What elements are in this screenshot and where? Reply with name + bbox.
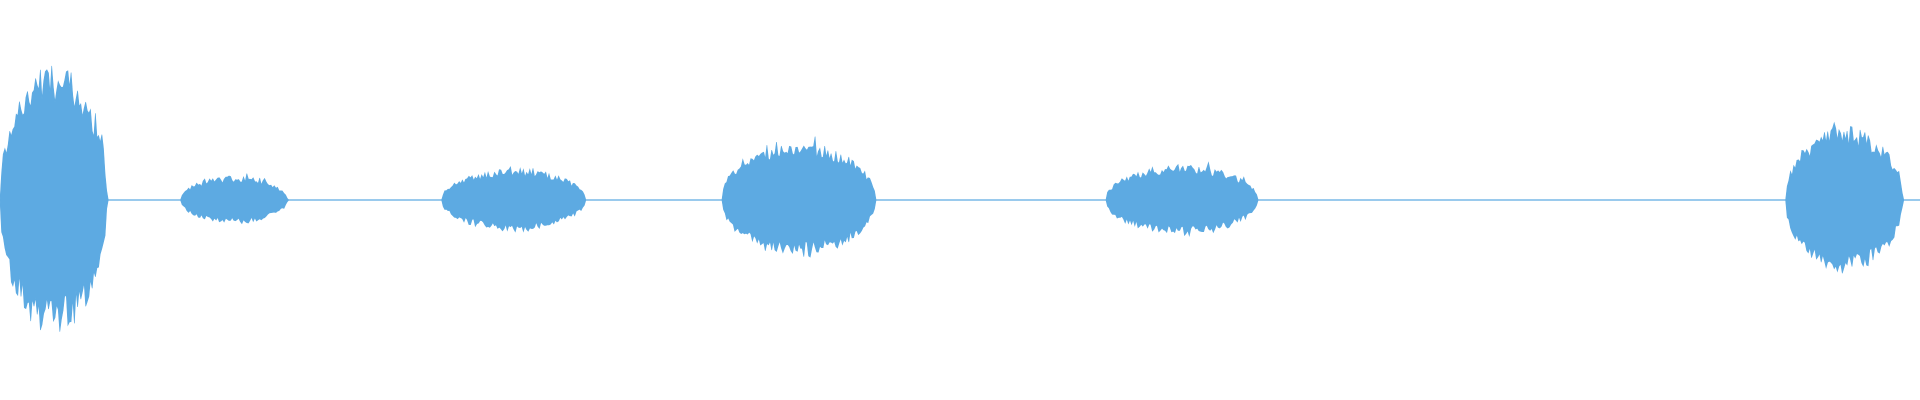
waveform-segment-5 xyxy=(1105,161,1281,237)
waveform-segment-4 xyxy=(721,136,899,258)
waveform-segments xyxy=(0,65,1920,332)
waveform-segment-1 xyxy=(0,65,123,332)
waveform-segment-6 xyxy=(1785,121,1920,274)
waveform-segment-2 xyxy=(180,173,304,225)
waveform-segment-3 xyxy=(441,165,607,233)
